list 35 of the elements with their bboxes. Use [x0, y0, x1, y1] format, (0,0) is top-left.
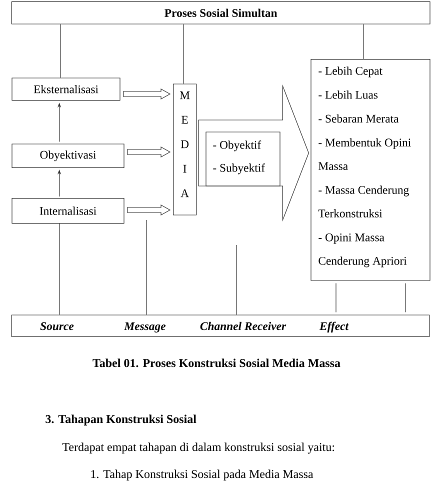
column-label: Channel Receiver: [200, 322, 286, 330]
list-box: [206, 132, 280, 186]
block-arrow: [127, 146, 171, 158]
column-label: Effect: [319, 322, 349, 332]
connector-line: [405, 283, 406, 312]
connector-line: [146, 220, 147, 315]
process-box: Eksternalisasi: [12, 78, 120, 101]
block-arrow: [127, 204, 171, 216]
list-item: - Membentuk Opini Massa: [318, 138, 411, 170]
list-item: - Sebaran Merata: [318, 114, 399, 123]
process-box: Internalisasi: [12, 198, 124, 224]
process-box: Obyektivasi: [12, 144, 124, 168]
column-label: Message: [124, 322, 166, 332]
column-label: Source: [40, 322, 74, 330]
label-bar: [11, 314, 430, 337]
list-item: - Massa Cenderung Terkonstruksi: [318, 186, 409, 218]
list-item: - Opini Massa Cenderung Apriori: [318, 233, 407, 268]
connector-line: [236, 244, 237, 315]
media-box: M E D I A: [173, 84, 197, 216]
list-item: - Lebih Luas: [318, 90, 378, 99]
connector-line: [60, 24, 61, 78]
connector-line: [183, 24, 184, 84]
heading-box: Proses Sosial Simultan: [11, 1, 430, 24]
paragraph: Terdapat empat tahapan di dalam konstruksi sosial yaitu:: [62, 442, 334, 454]
caption: Tabel 01. Proses Konstruksi Sosial Media Massa: [92, 358, 340, 368]
list-item: 1. Tahap Konstruksi Sosial pada Media Massa: [91, 470, 314, 481]
connector-line: [363, 24, 364, 60]
connector-line: [59, 223, 60, 315]
list-item: - Subyektif: [213, 163, 265, 174]
block-arrow: [123, 88, 171, 100]
list-item: - Obyektif: [213, 140, 262, 152]
list-box: [310, 59, 430, 281]
section-heading: 3. Tahapan Konstruksi Sosial: [46, 414, 196, 426]
list-item: - Lebih Cepat: [318, 66, 382, 78]
block-arrow: [198, 84, 310, 222]
